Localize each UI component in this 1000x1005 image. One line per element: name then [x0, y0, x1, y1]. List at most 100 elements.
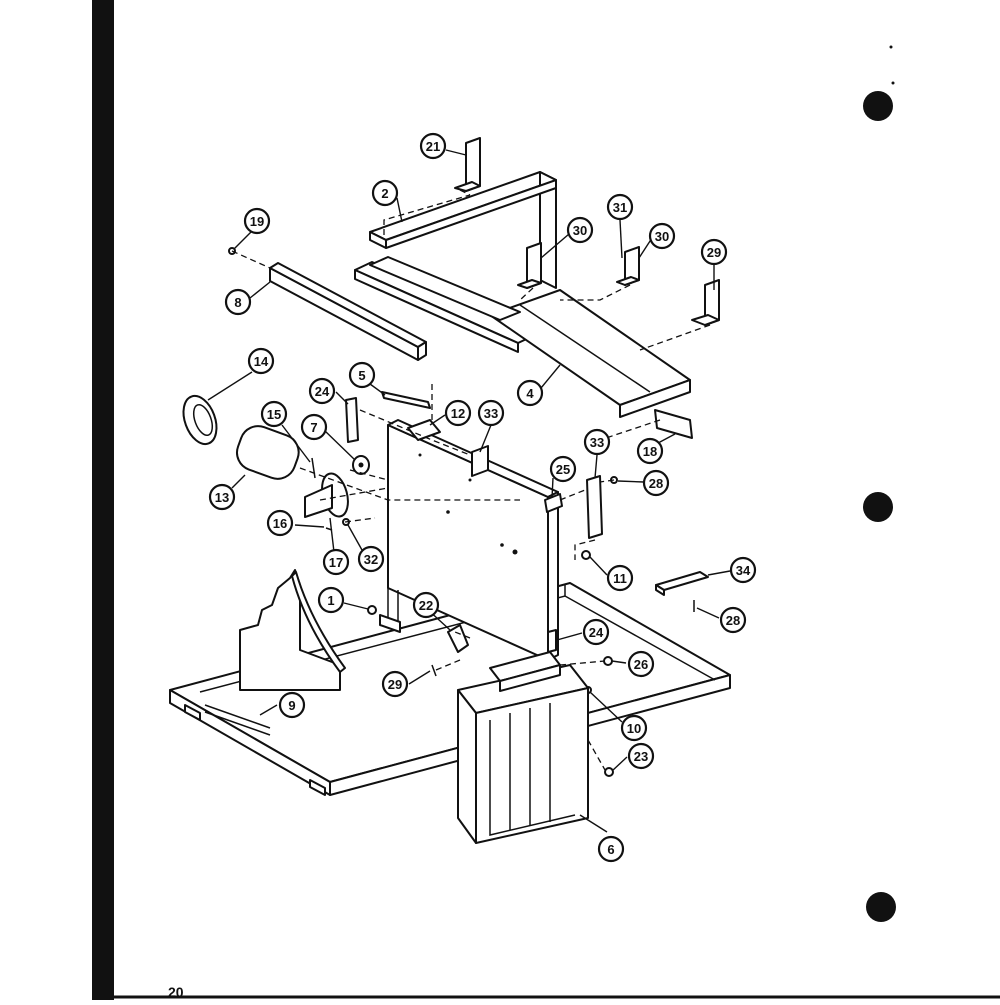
svg-text:23: 23	[634, 749, 648, 764]
binder-hole-top	[863, 91, 893, 121]
strip-5	[381, 391, 431, 409]
callout-31: 31	[606, 193, 634, 221]
svg-text:2: 2	[381, 186, 388, 201]
svg-text:33: 33	[590, 435, 604, 450]
callout-1: 1	[317, 586, 345, 614]
svg-text:32: 32	[364, 552, 378, 567]
svg-text:12: 12	[451, 406, 465, 421]
callout-28-upper: 28	[642, 469, 670, 497]
callout-6: 6	[597, 835, 625, 863]
callout-7: 7	[300, 413, 328, 441]
callout-29-top: 29	[700, 238, 728, 266]
svg-text:30: 30	[655, 229, 669, 244]
callout-33-left: 33	[477, 399, 505, 427]
bracket-30-right	[616, 246, 640, 286]
binding-edge	[92, 0, 114, 1000]
nut-1	[367, 605, 377, 615]
svg-text:34: 34	[736, 563, 751, 578]
callout-8: 8	[224, 288, 252, 316]
svg-text:28: 28	[649, 476, 663, 491]
svg-text:5: 5	[358, 368, 365, 383]
svg-text:8: 8	[234, 295, 241, 310]
svg-text:11: 11	[613, 571, 627, 586]
callout-9: 9	[278, 691, 306, 719]
bracket-25	[544, 493, 563, 513]
binder-hole-middle	[863, 492, 893, 522]
bracket-33-left	[471, 445, 489, 477]
callout-18-right: 18	[636, 437, 664, 465]
callout-16: 16	[266, 509, 294, 537]
svg-text:14: 14	[254, 354, 269, 369]
callout-24-lower: 24	[582, 618, 610, 646]
bracket-18	[654, 409, 693, 439]
svg-text:6: 6	[607, 842, 614, 857]
svg-text:28: 28	[726, 613, 740, 628]
callout-23: 23	[627, 742, 655, 770]
callout-21: 21	[419, 132, 447, 160]
clip-22	[447, 624, 469, 653]
page-number: 20	[168, 984, 184, 1000]
svg-text:25: 25	[556, 462, 570, 477]
bolt-15	[311, 457, 316, 479]
svg-text:29: 29	[707, 245, 721, 260]
leader-lines	[207, 149, 731, 833]
top-rail-2	[369, 171, 557, 289]
callout-12: 12	[444, 399, 472, 427]
fan-7	[352, 455, 370, 475]
callout-30-right: 30	[648, 222, 676, 250]
callout-19: 19	[243, 207, 271, 235]
svg-text:29: 29	[388, 677, 402, 692]
callout-11: 11	[606, 564, 634, 592]
callout-10: 10	[620, 714, 648, 742]
divider-panel	[379, 419, 559, 661]
callout-17: 17	[322, 548, 350, 576]
nut-23	[604, 767, 614, 777]
callout-25: 25	[549, 455, 577, 483]
bracket-29	[691, 279, 720, 326]
speck	[891, 81, 895, 85]
bracket-34	[655, 571, 709, 596]
top-panel-4	[354, 256, 691, 418]
callout-32: 32	[357, 545, 385, 573]
mount-17	[304, 472, 349, 518]
callout-28-lower: 28	[719, 606, 747, 634]
callout-24-upper: 24	[308, 377, 336, 405]
callout-5: 5	[348, 361, 376, 389]
speck	[889, 45, 893, 49]
svg-text:21: 21	[426, 139, 440, 154]
callout-26: 26	[627, 650, 655, 678]
callout-22: 22	[412, 591, 440, 619]
motor-13	[236, 425, 300, 480]
callout-14: 14	[247, 347, 275, 375]
svg-text:31: 31	[613, 200, 627, 215]
callout-30-left: 30	[566, 216, 594, 244]
bracket-21	[454, 137, 481, 192]
svg-text:22: 22	[419, 598, 433, 613]
callout-15: 15	[260, 400, 288, 428]
svg-text:26: 26	[634, 657, 648, 672]
top-rail-8	[269, 262, 427, 361]
svg-text:13: 13	[215, 490, 229, 505]
bracket-12	[407, 419, 441, 441]
svg-text:18: 18	[643, 444, 657, 459]
svg-text:9: 9	[288, 698, 295, 713]
svg-text:4: 4	[526, 386, 534, 401]
svg-text:15: 15	[267, 407, 281, 422]
svg-text:10: 10	[627, 721, 641, 736]
box-6	[457, 651, 589, 844]
nut-26	[603, 656, 613, 666]
svg-text:17: 17	[329, 555, 343, 570]
nut-11	[581, 550, 591, 560]
left-support-bracket	[239, 569, 346, 691]
callout-4: 4	[516, 379, 544, 407]
svg-text:19: 19	[250, 214, 264, 229]
callout-29-lower: 29	[381, 670, 409, 698]
svg-text:1: 1	[327, 593, 334, 608]
svg-text:16: 16	[273, 516, 287, 531]
callout-34: 34	[729, 556, 757, 584]
svg-text:24: 24	[589, 625, 604, 640]
bracket-33-right	[586, 475, 603, 539]
binder-hole-bottom	[866, 892, 896, 922]
